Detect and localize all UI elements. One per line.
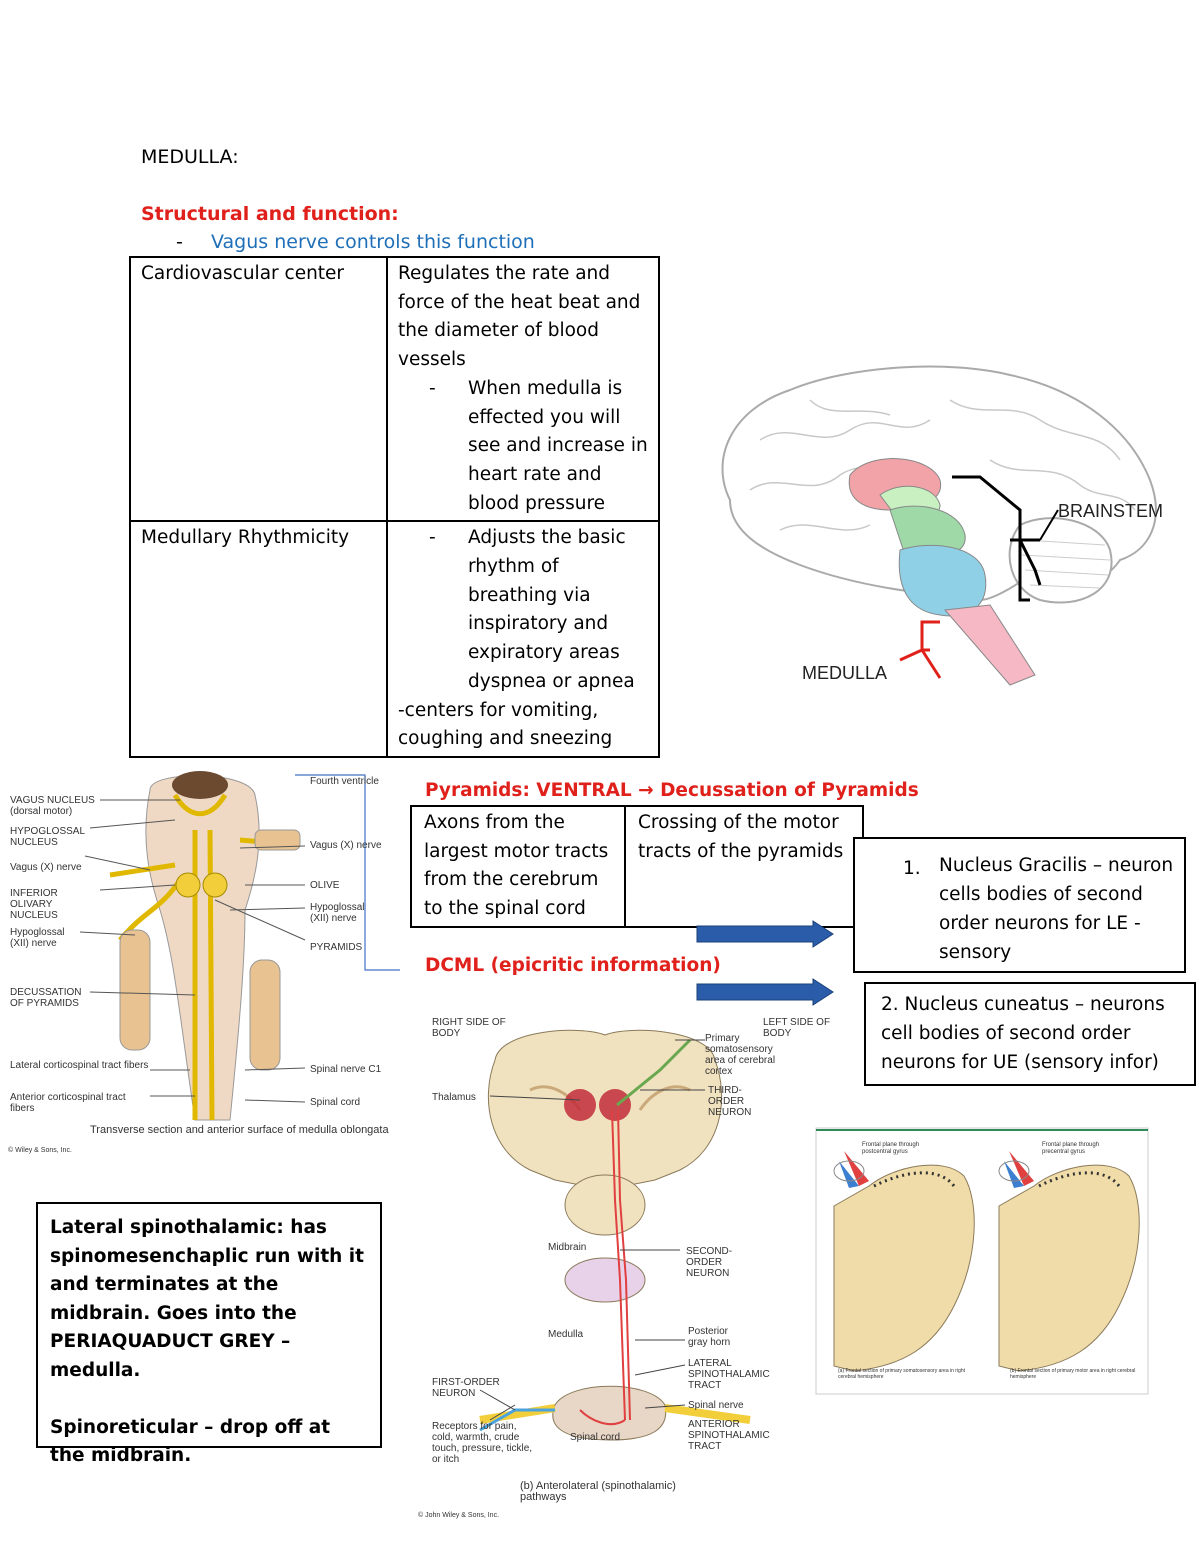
nucleus-cuneatus-box: 2. Nucleus cuneatus – neurons cell bodie… xyxy=(864,982,1196,1086)
lateral-text: Lateral spinothalamic: has spinomesencha… xyxy=(50,1217,364,1324)
figure-label: Midbrain xyxy=(548,1242,587,1253)
figure-label: Lateral corticospinal tract fibers xyxy=(10,1060,149,1071)
list-number: 1. xyxy=(903,858,921,879)
sub-text: When medulla is effected you will see an… xyxy=(468,377,648,514)
nucleus-gracilis-text: Nucleus Gracilis – neuron cells bodies o… xyxy=(939,855,1174,963)
sub-dash: - xyxy=(429,377,436,399)
pyramids-title: Pyramids: VENTRAL → Decussation of Pyram… xyxy=(425,780,919,801)
figure-caption: (b) Anterolateral (spinothalamic) pathwa… xyxy=(520,1480,676,1503)
brain-figure: BRAINSTEM MEDULLA xyxy=(721,365,1163,686)
figure-label: OLIVE xyxy=(310,880,340,891)
pyramids-table: Axons from the largest motor tracts from… xyxy=(410,805,864,928)
medulla-section-figure xyxy=(79,771,400,1121)
figure-label: Thalamus xyxy=(432,1092,476,1103)
figure-label: THIRD-ORDER NEURON xyxy=(708,1085,752,1118)
section-title: Structural and function: xyxy=(141,203,399,225)
figure-label: DECUSSATION OF PYRAMIDS xyxy=(10,987,82,1009)
spinoreticular-text: Spinoreticular – drop off at the midbrai… xyxy=(50,1416,331,1467)
vagus-note: Vagus nerve controls this function xyxy=(211,231,535,253)
figure-caption: (a) Frontal section of primary somatosen… xyxy=(838,1368,965,1380)
figure-label: Frontal plane through precentral gyrus xyxy=(1042,1142,1100,1155)
spinal-cord-section xyxy=(552,1385,667,1441)
bullet-dash: - xyxy=(176,231,183,253)
fourth-ventricle xyxy=(172,771,228,799)
figure-label: Vagus (X) nerve xyxy=(10,862,82,873)
table-row: Medullary Rhythmicity - Adjusts the basi… xyxy=(129,520,660,758)
medulla-bracket xyxy=(899,620,942,679)
figure-label: Spinal cord xyxy=(310,1097,361,1108)
figure-label: Spinal cord xyxy=(570,1432,621,1443)
figure-label: LEFT SIDE OF BODY xyxy=(763,1017,831,1039)
medulla-section xyxy=(564,1257,646,1303)
pyramids-col1: Axons from the largest motor tracts from… xyxy=(410,805,626,928)
figure-label: FIRST-ORDER NEURON xyxy=(432,1377,500,1399)
table-row: Axons from the largest motor tracts from… xyxy=(410,805,864,928)
medulla-label: MEDULLA xyxy=(802,663,887,683)
arrow-icon xyxy=(696,920,834,1006)
figure-label: VAGUS NUCLEUS (dorsal motor) xyxy=(10,795,95,817)
figure-label: ANTERIOR SPINOTHALAMIC TRACT xyxy=(688,1419,770,1452)
homunculus-figure xyxy=(815,1127,1149,1395)
figure-label: HYPOGLOSSAL NUCLEUS xyxy=(10,826,85,848)
connector-line xyxy=(295,774,400,971)
medulla-shape xyxy=(145,775,260,1121)
figure-label: RIGHT SIDE OF BODY xyxy=(432,1017,506,1039)
figure-label: Spinal nerve xyxy=(688,1400,744,1411)
figure-label: SECOND-ORDER NEURON xyxy=(686,1246,733,1279)
centers-note: -centers for vomiting, coughing and snee… xyxy=(398,699,613,750)
pathway-lines xyxy=(579,1109,631,1426)
sensory-section xyxy=(833,1151,975,1372)
motor-section xyxy=(998,1151,1140,1372)
figure-label: Spinal nerve C1 xyxy=(310,1064,382,1075)
figure-caption: Transverse section and anterior surface … xyxy=(90,1124,389,1136)
medulla-region xyxy=(898,544,987,617)
figure-caption: (b) Frontal section of primary motor are… xyxy=(1010,1368,1136,1380)
brainstem-bracket xyxy=(952,475,1040,602)
nucleus-gracilis-box: 1. Nucleus Gracilis – neuron cells bodie… xyxy=(853,837,1186,973)
figure-label: Receptors for pain, cold, warmth, crude … xyxy=(432,1421,533,1465)
spinal-cord-region xyxy=(943,604,1036,686)
page-heading: MEDULLA: xyxy=(141,146,239,168)
figure-label: Vagus (X) nerve xyxy=(310,840,382,851)
figure-credit: © Wiley & Sons, Inc. xyxy=(8,1147,72,1154)
pyramids-col2: Crossing of the motor tracts of the pyra… xyxy=(624,805,864,928)
table-row: Cardiovascular center Regulates the rate… xyxy=(129,255,660,523)
figure-label: INFERIOR OLIVARY NUCLEUS xyxy=(10,888,58,921)
figure-label: LATERAL SPINOTHALAMIC TRACT xyxy=(688,1358,770,1391)
figure-label: Hypoglossal (XII) nerve xyxy=(10,927,65,949)
cerebellum xyxy=(1008,517,1113,604)
periaquaduct-text: PERIAQUADUCT GREY – medulla. xyxy=(50,1331,291,1381)
figure-label: Anterior corticospinal tract fibers xyxy=(10,1092,126,1114)
figure-label: Fourth ventricle xyxy=(310,776,379,787)
sub-text: Adjusts the basic rhythm of breathing vi… xyxy=(468,527,635,692)
figure-label: Medulla xyxy=(548,1329,584,1340)
figure-label: Primary somatosensory area of cerebral c… xyxy=(705,1033,776,1077)
lateral-spinothalamic-box: Lateral spinothalamic: has spinomesencha… xyxy=(36,1202,382,1466)
brainstem-label: BRAINSTEM xyxy=(1058,501,1163,521)
figure-label: Frontal plane through postcentral gyrus xyxy=(862,1142,920,1155)
dcml-title: DCML (epicritic information) xyxy=(425,955,721,976)
table-cell-name: Medullary Rhythmicity xyxy=(129,520,388,758)
midbrain-section xyxy=(564,1174,646,1236)
table-cell-desc: Regulates the rate and force of the heat… xyxy=(398,263,641,371)
figure-label: PYRAMIDS xyxy=(310,942,363,953)
spinothalamic-figure xyxy=(479,1029,751,1441)
figure-label: Posterior gray horn xyxy=(688,1326,731,1348)
function-table: Cardiovascular center Regulates the rate… xyxy=(129,255,660,758)
table-cell-name: Cardiovascular center xyxy=(129,255,388,523)
figure-label: Hypoglossal (XII) nerve xyxy=(310,902,365,924)
sub-dash: - xyxy=(429,527,436,549)
figure-credit: © John Wiley & Sons, Inc. xyxy=(418,1512,500,1519)
